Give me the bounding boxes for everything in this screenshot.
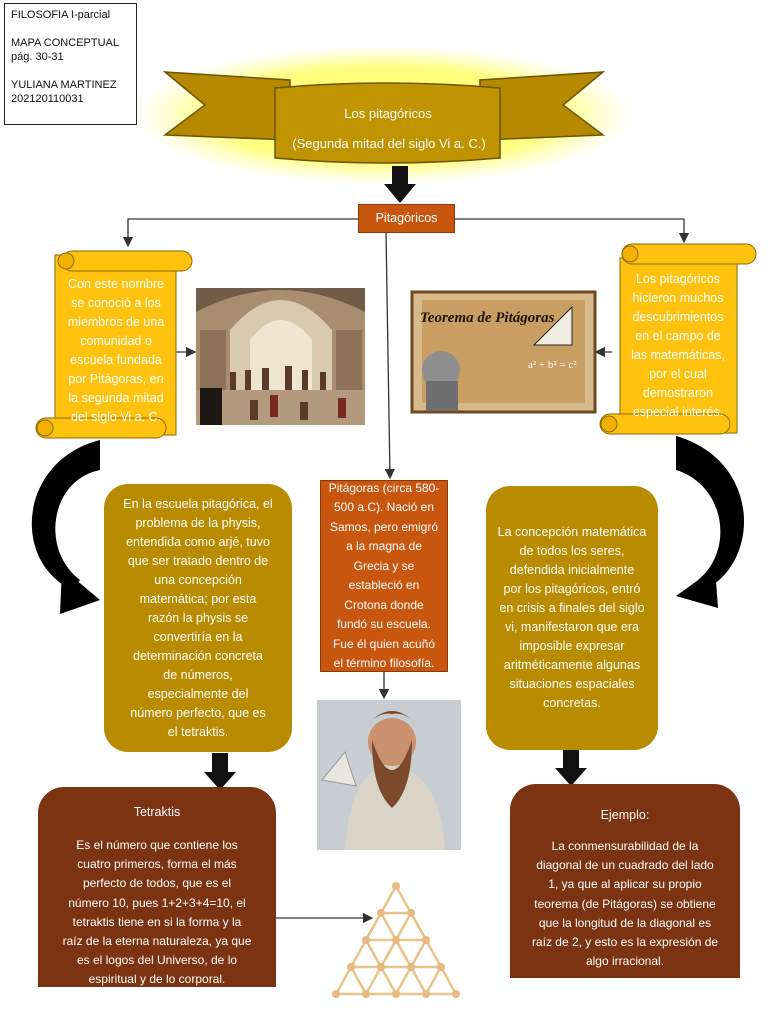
ejemplo-box: Ejemplo: La conmensurabilidad de la diag…	[510, 784, 740, 978]
physis-line: una concepción	[154, 572, 242, 587]
crisis-line: vi, manifestaron que era	[504, 620, 640, 634]
tetraktis-line: perfecto de todos, que es el	[82, 876, 232, 891]
right-scroll-line: en el campo de	[635, 329, 721, 343]
physis-line: convertiría en la	[153, 629, 243, 644]
tetraktis-title: Tetraktis	[133, 805, 181, 819]
tetraktis-box: Tetraktis Es el número que contiene los …	[38, 787, 276, 987]
tetraktis-line: tetraktis tiene en si la forma y la	[72, 914, 242, 929]
physis-line: problema de la physis,	[135, 515, 261, 530]
pitagoricos-label: Pitagóricos	[375, 211, 438, 225]
right-scroll-shape	[599, 243, 757, 435]
curved-arrow-right	[676, 436, 745, 608]
curved-arrow-left	[31, 440, 100, 614]
bio-line: el término filosofía.	[333, 656, 435, 670]
physis-line: especialmente del	[147, 686, 249, 701]
left-scroll-text: Con este nombre se conoció a los miembro…	[60, 275, 172, 427]
crisis-line: concretas.	[543, 696, 601, 710]
ejemplo-line: 1, ya que al aplicar su propio	[548, 877, 702, 892]
student-name: YULIANA MARTINEZ	[11, 79, 117, 91]
right-scroll-line: hicieron muchos	[632, 291, 724, 305]
banner-ribbon	[162, 71, 606, 164]
student-info-box: FILOSOFIA I-parcial MAPA CONCEPTUAL pág.…	[4, 3, 137, 125]
banner-subtitle: (Segunda mitad del siglo Vi a. C.)	[292, 136, 486, 151]
course-label: FILOSOFIA I-parcial	[11, 9, 111, 21]
left-scroll-line: comunidad o	[80, 334, 152, 348]
bio-line: Samos, pero emigró	[329, 519, 439, 534]
bio-line: Grecia y se	[353, 558, 415, 573]
left-scroll-line: del siglo Vi a. C.	[70, 410, 162, 424]
ejemplo-line: que la longitud de la diagonal es	[538, 915, 712, 930]
right-scroll-line: demostraron	[642, 386, 714, 400]
bio-line: estableció en	[348, 578, 420, 592]
ejemplo-line: teorema (de Pitágoras) se obtiene	[534, 896, 716, 911]
tetraktis-line: número 10, pues 1+2+3+4=10, el	[68, 895, 246, 910]
student-id: 202120110031	[11, 93, 84, 105]
right-scroll-line: Los pitagóricos	[635, 272, 721, 286]
tetraktis-line: Es el número que contiene los	[76, 838, 238, 852]
assignment-label: MAPA CONCEPTUAL	[11, 37, 119, 49]
right-scroll-line: especial interés.	[632, 405, 724, 419]
school-of-athens-image	[196, 288, 365, 425]
bio-line: a la magna de	[345, 539, 423, 553]
crisis-line: defendida inicialmente	[509, 563, 635, 577]
right-scroll-line: descubrimientos	[632, 310, 724, 324]
left-scroll-line: escuela fundada	[70, 353, 162, 367]
pitagoras-bio-box: Pitágoras (circa 580- 500 a.C). Nació en…	[320, 480, 448, 672]
physis-line: que ser tratado dentro de	[127, 553, 269, 568]
ejemplo-line: algo irracional.	[585, 954, 665, 969]
right-scroll-text: Los pitagóricos hicieron muchos descubri…	[622, 270, 734, 422]
bio-line: 500 a.C). Nació en	[333, 500, 435, 514]
tetraktis-dots	[332, 882, 460, 998]
left-scroll-line: por Pitágoras, en	[68, 372, 164, 386]
left-scroll-line: miembros de una	[67, 315, 165, 329]
arrow-left-down	[204, 753, 236, 790]
right-scroll-line: las matemáticas,	[631, 348, 725, 362]
pythagoras-portrait-image	[317, 700, 461, 850]
bio-line: Pitágoras (circa 580-	[328, 480, 440, 495]
arrow-right-down	[555, 750, 587, 786]
left-scroll-line: se conoció a los	[71, 296, 161, 310]
left-scroll-shape	[35, 250, 193, 439]
crisis-line: La concepción matemática	[497, 525, 647, 539]
theorem-image-formula: a² + b² = c²	[528, 359, 577, 371]
pitagoricos-node: Pitagóricos	[358, 204, 455, 233]
bio-line: Crotona donde	[344, 597, 424, 612]
physis-line: determinación concreta	[133, 648, 263, 663]
banner-title: Los pitagóricos	[344, 106, 432, 121]
physis-line: razón la physis se	[147, 610, 249, 625]
crisis-line: por los pitagóricos, entró	[503, 582, 641, 596]
ejemplo-title: Ejemplo:	[600, 808, 650, 822]
physis-line: entendida como arjé, tuvo	[126, 534, 270, 549]
bio-line: Fue él quien acuñó	[332, 636, 436, 651]
physis-line: número perfecto, que es	[130, 705, 266, 720]
tetraktis-line: raíz de la eterna naturaleza, ya que	[62, 934, 252, 949]
bio-line: fundó su escuela.	[336, 617, 432, 631]
crisis-box: La concepción matemática de todos los se…	[486, 486, 658, 750]
crisis-line: situaciones espaciales	[509, 677, 635, 691]
pages-label: pág. 30-31	[11, 51, 64, 63]
ejemplo-line: La conmensurabilidad de la	[551, 839, 699, 853]
connector-lines	[122, 218, 690, 924]
physis-line: matemática; por esta	[139, 591, 257, 606]
tetraktis-line: cuatro primeros, forma el más	[77, 857, 237, 872]
left-scroll-line: la segunda mitad	[68, 391, 164, 405]
ejemplo-line: raíz de 2, y esto es la expresión de	[531, 935, 719, 950]
physis-box: En la escuela pitagórica, el problema de…	[104, 484, 292, 752]
crisis-line: imposible expresar	[519, 639, 625, 653]
pythagoras-theorem-image: Teorema de Pitágoras a² + b² = c²	[410, 290, 597, 414]
tetraktis-line: es el logos del Universo, de lo	[76, 953, 238, 968]
arrow-banner-down	[384, 166, 416, 203]
crisis-line: en crisis a finales del siglo	[499, 601, 645, 615]
crisis-line: aritméticamente algunas	[503, 658, 641, 672]
physis-line: de números,	[163, 667, 233, 682]
tetraktis-line: espiritual y de lo corporal.	[88, 972, 226, 987]
crisis-line: de todos los seres,	[519, 544, 625, 558]
theorem-image-heading: Teorema de Pitágoras	[420, 310, 555, 326]
physis-line: En la escuela pitagórica, el	[123, 496, 273, 511]
physis-line: el tetraktis.	[167, 724, 229, 739]
left-scroll-line: Con este nombre	[68, 277, 164, 291]
ejemplo-line: diagonal de un cuadrado del lado	[536, 858, 714, 873]
right-scroll-line: por el cual	[649, 367, 707, 381]
